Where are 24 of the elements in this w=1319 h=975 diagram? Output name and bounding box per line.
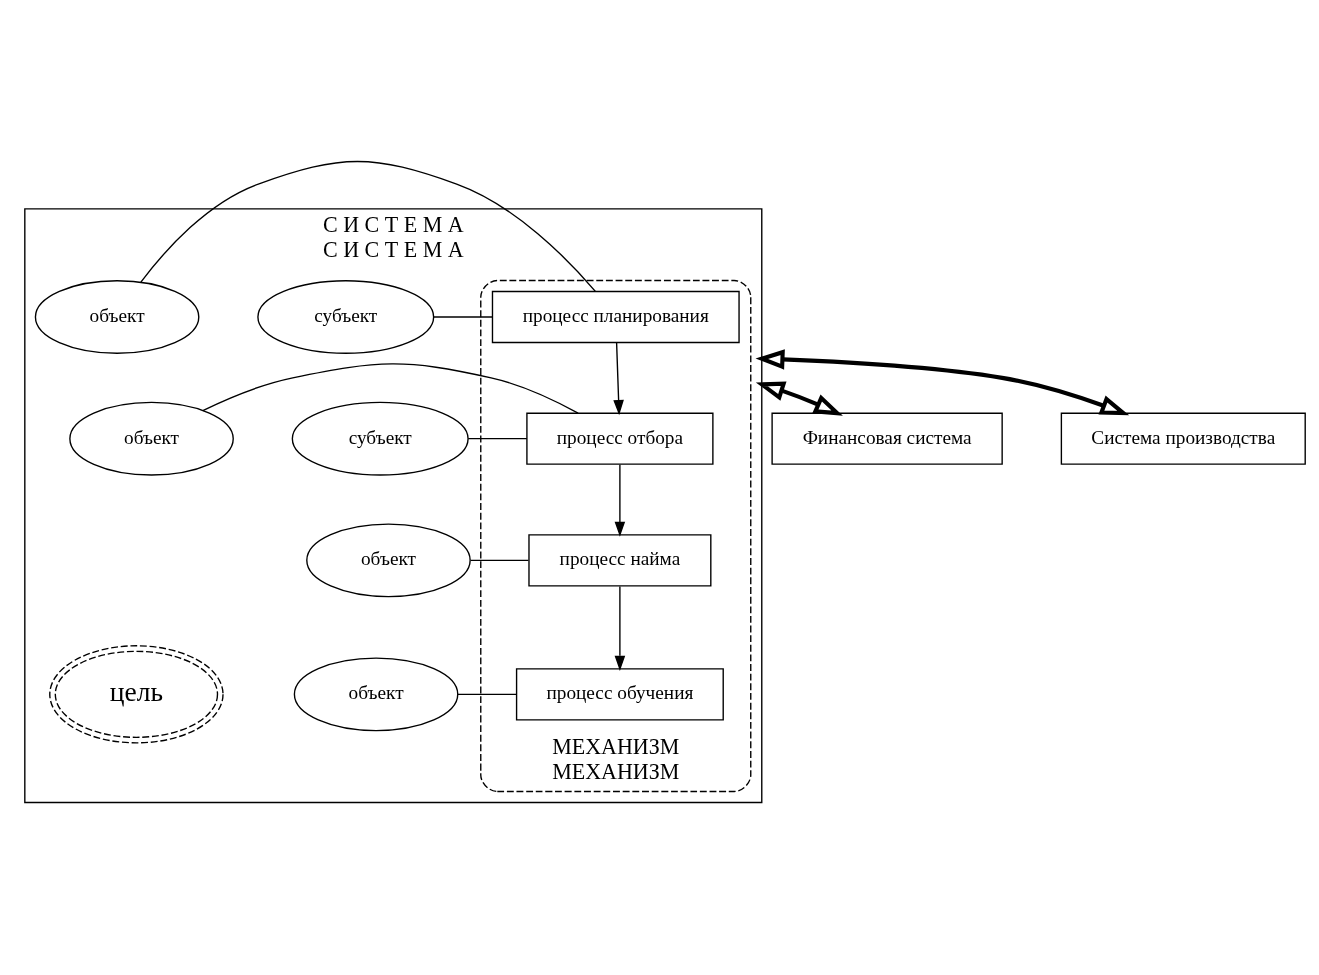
connector <box>202 363 579 414</box>
node-ellipse: объект <box>69 401 234 476</box>
node-box: процесс планирования <box>491 290 740 344</box>
arrow <box>755 349 1130 416</box>
connector <box>470 559 530 562</box>
node-box: Финансовая система <box>771 412 1003 465</box>
node-ellipse: объект <box>34 280 200 354</box>
arrow <box>613 342 624 416</box>
connector <box>433 316 494 318</box>
node-ellipse: объект <box>306 523 471 598</box>
node-ellipse: субъект <box>257 280 435 354</box>
node-box: Система производства <box>1060 412 1306 465</box>
node-ellipse: цель <box>49 645 224 744</box>
arrow <box>614 585 626 671</box>
node-box: процесс найма <box>528 534 712 587</box>
arrow <box>755 381 843 416</box>
node-ellipse: субъект <box>291 401 469 476</box>
node-box: процесс отбора <box>526 412 714 465</box>
node-box: процесс обучения <box>515 668 724 721</box>
connector <box>457 693 517 696</box>
connector <box>140 160 597 293</box>
node-ellipse: объект <box>293 657 459 732</box>
connector <box>467 438 528 440</box>
arrow <box>614 464 626 537</box>
